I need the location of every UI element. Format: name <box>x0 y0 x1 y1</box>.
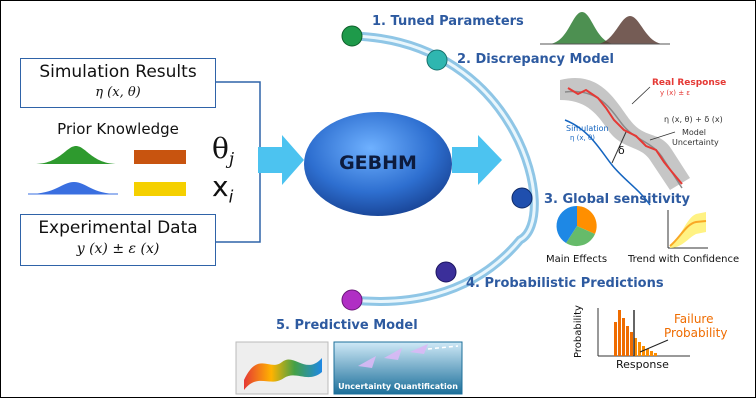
probability-axis-label: Probability <box>572 305 584 358</box>
x-symbol-text: x <box>212 170 229 203</box>
theta-subscript: j <box>228 149 235 170</box>
model-uncertainty-label-2: Uncertainty <box>672 138 719 147</box>
arrow-from-gebhm <box>452 135 502 185</box>
prior-blue-distribution <box>28 182 118 194</box>
tuned-param-dist-brown <box>596 16 664 44</box>
step1-node <box>341 25 363 47</box>
model-uncertainty-label-1: Model <box>682 128 707 137</box>
theta-symbol: θj <box>212 132 234 170</box>
failure-histogram <box>597 308 690 357</box>
failure-label-1: Failure <box>674 312 714 326</box>
theta-symbol-text: θ <box>212 132 229 165</box>
step3-label: 3. Global sensitivity <box>544 192 690 207</box>
simulation-results-box <box>20 58 216 108</box>
arrow-to-gebhm <box>258 135 304 185</box>
simulation-formula: η (x, θ) <box>570 134 595 142</box>
step2-label: 2. Discrepancy Model <box>457 52 614 67</box>
trend-chart <box>667 210 708 249</box>
prior-yellow-bar <box>134 182 186 196</box>
x-subscript: i <box>228 187 234 208</box>
real-response-formula: y (x) ± ε <box>660 89 691 97</box>
x-symbol: xi <box>212 170 233 208</box>
simulation-results-title: Simulation Results <box>39 62 197 82</box>
step4-label: 4. Probabilistic Predictions <box>466 276 664 291</box>
step5-node <box>341 289 363 311</box>
uq-label: Uncertainty Quantification <box>338 382 458 391</box>
main-effects-pie <box>556 205 597 247</box>
prior-green-distribution <box>34 146 118 164</box>
response-surface <box>244 358 322 390</box>
simulation-results-formula: η (x, θ) <box>95 85 141 100</box>
main-effects-label: Main Effects <box>546 254 608 265</box>
step4-node <box>435 261 457 283</box>
prior-orange-bar <box>134 150 186 164</box>
response-axis-label: Response <box>616 358 669 371</box>
pie-slice-orange <box>577 206 597 234</box>
gebhm-label: GEBHM <box>339 152 417 174</box>
trend-label: Trend with Confidence <box>628 254 740 265</box>
eta-delta-formula: η (x, θ) + δ (x) <box>664 115 723 124</box>
step1-label: 1. Tuned Parameters <box>372 14 524 29</box>
step5-label: 5. Predictive Model <box>276 318 418 333</box>
delta-label: δ <box>618 144 625 157</box>
simulation-label: Simulation <box>566 124 609 133</box>
step3-node <box>511 187 533 209</box>
step2-node <box>426 49 448 71</box>
prior-knowledge-title: Prior Knowledge <box>57 120 179 138</box>
gebhm-node <box>304 112 452 216</box>
failure-label-2: Probability <box>664 326 728 340</box>
pie-slice-blue <box>556 205 577 243</box>
experimental-data-title: Experimental Data <box>38 218 198 238</box>
experimental-data-box <box>20 214 216 266</box>
tuned-param-dist-green <box>548 12 616 44</box>
pie-slice-green <box>566 226 595 247</box>
experimental-data-formula: y (x) ± ε (x) <box>76 241 160 257</box>
discrepancy-diagram <box>560 78 690 206</box>
real-response-label: Real Response <box>652 78 727 88</box>
